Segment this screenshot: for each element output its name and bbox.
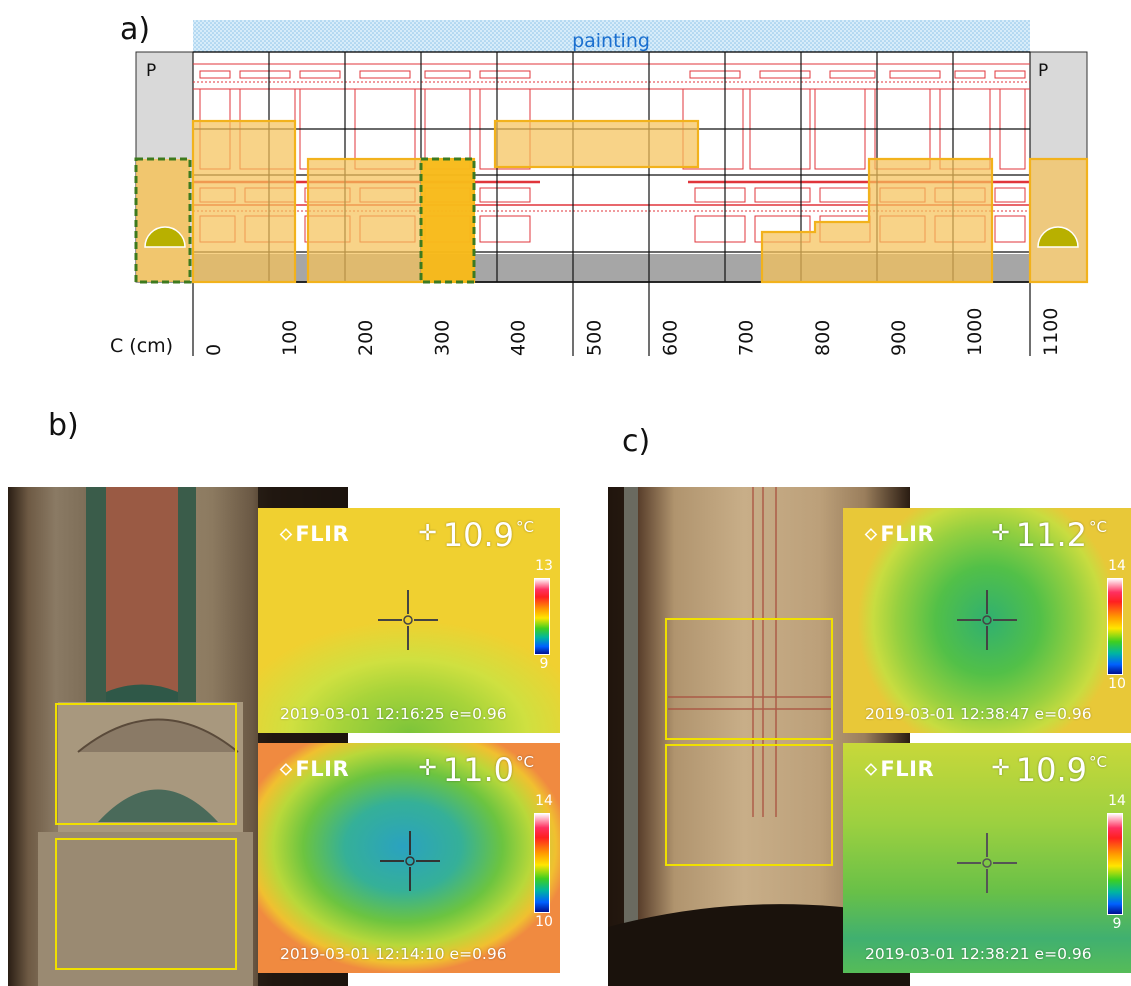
flir-mark-icon: ⬦ <box>280 524 293 544</box>
highlight-box-upper <box>665 618 833 740</box>
color-scale-bar <box>534 813 550 913</box>
zone-pillar-right <box>1028 157 1089 284</box>
axis-tick-label: 900 <box>888 320 910 356</box>
wall-elevation-diagram: painting P P <box>110 20 1089 357</box>
axis-tick-label: 1100 <box>1040 308 1062 356</box>
flir-logo: ⬦FLIR <box>865 522 935 546</box>
zone-pillar-left-dashed <box>134 157 192 284</box>
scale-min: 10 <box>1108 676 1126 692</box>
axis-tick-label: 400 <box>507 320 529 356</box>
zone-lower-right <box>760 157 994 284</box>
scale-min: 9 <box>1112 916 1122 932</box>
color-scale-bar <box>1107 578 1123 675</box>
scale-min: 9 <box>539 656 549 672</box>
pillar-label-right: P <box>1038 61 1048 81</box>
spot-temperature: ✛11.0°C <box>418 751 534 789</box>
scale-min: 10 <box>535 914 553 930</box>
zone-upper-center <box>493 119 700 169</box>
axis-tick-label: 200 <box>355 320 377 356</box>
capture-timestamp: 2019-03-01 12:38:47 e=0.96 <box>865 705 1092 723</box>
axis-tick-label: 500 <box>584 320 606 356</box>
zone-dashed-300 <box>419 157 476 284</box>
axis-tick-label: 800 <box>812 320 834 356</box>
scale-max: 13 <box>535 558 553 574</box>
axis-tick-labels: 0 100 200 300 400 500 600 700 800 900 1000 1100 <box>203 308 1062 356</box>
thermal-image-c-top: ⬦FLIR ✛11.2°C 14 10 2019-03-01 12:38:47 … <box>843 508 1131 733</box>
axis-tick-label: 100 <box>279 320 301 356</box>
color-scale-bar <box>1107 813 1123 915</box>
thermal-image-b-bottom: ⬦FLIR ✛11.0°C 14 10 2019-03-01 12:14:10 … <box>258 743 560 973</box>
axis-tick-label: 600 <box>660 320 682 356</box>
spot-temperature: ✛10.9°C <box>991 751 1107 789</box>
capture-timestamp: 2019-03-01 12:38:21 e=0.96 <box>865 945 1092 963</box>
axis-title: C (cm) <box>110 335 173 357</box>
scale-max: 14 <box>1108 558 1126 574</box>
scale-max: 14 <box>535 793 553 809</box>
flir-mark-icon: ⬦ <box>280 759 293 779</box>
color-scale-bar <box>534 578 550 655</box>
flir-logo: ⬦FLIR <box>280 757 350 781</box>
thermal-image-c-bottom: ⬦FLIR ✛10.9°C 14 9 2019-03-01 12:38:21 e… <box>843 743 1131 973</box>
axis-tick-label: 300 <box>431 320 453 356</box>
highlight-box-lower <box>55 838 237 970</box>
crosshair-icon <box>378 590 438 650</box>
crosshair-icon <box>957 590 1017 650</box>
panel-label-c: c) <box>622 424 651 459</box>
painting-label: painting <box>572 30 650 52</box>
flir-mark-icon: ⬦ <box>865 759 878 779</box>
spot-temperature: ✛10.9°C <box>418 516 534 554</box>
crosshair-icon <box>380 831 440 891</box>
painting-band <box>193 20 1030 52</box>
pillar-label-left: P <box>146 61 156 81</box>
moisture-zones <box>191 119 1089 284</box>
photo-c-illustration <box>608 487 910 986</box>
axis-tick-label: 700 <box>736 320 758 356</box>
capture-timestamp: 2019-03-01 12:14:10 e=0.96 <box>280 945 507 963</box>
panel-label-b: b) <box>48 408 79 443</box>
flir-mark-icon: ⬦ <box>865 524 878 544</box>
capture-timestamp: 2019-03-01 12:16:25 e=0.96 <box>280 705 507 723</box>
axis-tick-label: 1000 <box>964 308 986 356</box>
axis-tick-label: 0 <box>203 344 225 356</box>
scale-max: 14 <box>1108 793 1126 809</box>
spot-temperature: ✛11.2°C <box>991 516 1107 554</box>
flir-logo: ⬦FLIR <box>865 757 935 781</box>
highlight-box-upper <box>55 703 237 825</box>
zone-upper-left <box>191 119 297 284</box>
niche-left <box>144 226 186 248</box>
crosshair-icon <box>957 833 1017 893</box>
panel-label-a: a) <box>120 12 151 47</box>
thermal-image-b-top: ⬦FLIR ✛10.9°C 13 9 2019-03-01 12:16:25 e… <box>258 508 560 733</box>
flir-logo: ⬦FLIR <box>280 522 350 546</box>
highlight-box-lower <box>665 744 833 866</box>
niche-right <box>1037 226 1079 248</box>
